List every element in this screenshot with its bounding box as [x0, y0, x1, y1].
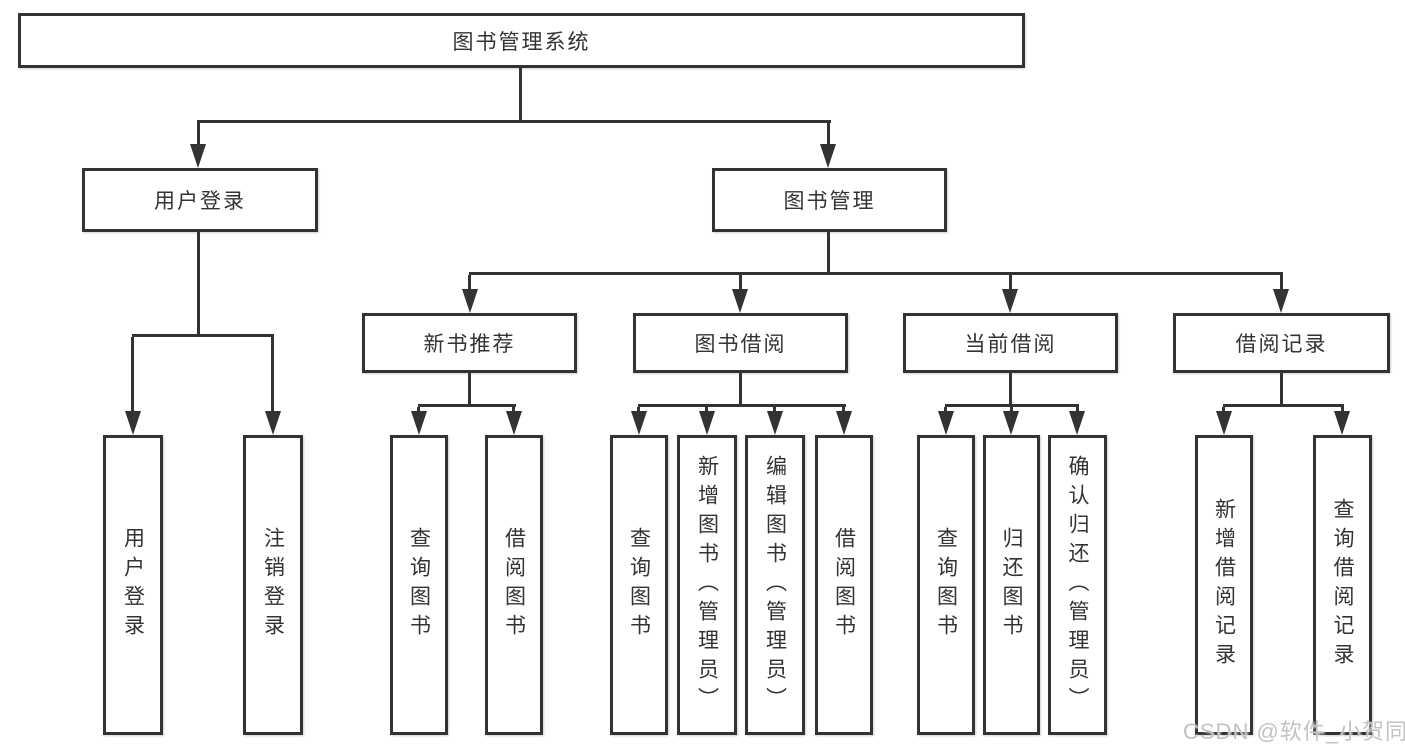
arrowhead-current [1002, 289, 1018, 313]
node-borrow-records: 借阅记录 [1173, 313, 1390, 373]
connector-current-stem [1009, 373, 1012, 404]
arrowhead-bor-add [699, 411, 715, 435]
leaf-recommend-query-books: 查询图书 [390, 435, 448, 735]
connector-root-stem [519, 68, 522, 121]
arrowhead-bor-borrow [836, 411, 852, 435]
arrowhead-leaf-login [125, 411, 141, 435]
arrowhead-rec-borrow [506, 411, 522, 435]
connector-recommend-crossbar [418, 404, 516, 407]
node-book-borrow: 图书借阅 [633, 313, 848, 373]
connector-drop-leaf-logout [271, 337, 274, 413]
connector-drop-recommend [468, 275, 471, 291]
connector-borrow-crossbar [638, 404, 846, 407]
arrowhead-user-login [190, 144, 206, 168]
leaf-query-borrow-record: 查询借阅记录 [1313, 435, 1372, 735]
node-user-login: 用户登录 [82, 168, 318, 232]
arrowhead-leaf-logout [265, 411, 281, 435]
node-new-book-recommend: 新书推荐 [362, 313, 577, 373]
connector-drop-cur-query [944, 407, 947, 413]
connector-records-crossbar [1223, 404, 1344, 407]
csdn-watermark: CSDN @软件_小贺同学 [1183, 719, 1405, 744]
connector-drop-rec-query [417, 407, 420, 413]
arrowhead-bor-query [631, 411, 647, 435]
connector-recommend-stem [468, 373, 471, 404]
connector-drop-cur-confirm [1076, 407, 1079, 413]
connector-management-crossbar [469, 272, 1283, 275]
leaf-user-login: 用户登录 [103, 435, 163, 735]
connector-records-stem [1280, 373, 1283, 404]
leaf-logout: 注销登录 [243, 435, 303, 735]
node-library-management-system: 图书管理系统 [18, 13, 1025, 68]
connector-drop-recd-query [1341, 407, 1344, 413]
leaf-current-query-books: 查询图书 [917, 435, 975, 735]
arrowhead-records [1273, 289, 1289, 313]
arrowhead-recd-add [1216, 411, 1232, 435]
connector-drop-records [1280, 275, 1283, 291]
leaf-return-book: 归还图书 [983, 435, 1040, 735]
connector-drop-leaf-login [131, 337, 134, 413]
connector-drop-bor-edit [773, 407, 776, 413]
connector-drop-recd-add [1222, 407, 1225, 413]
connector-login-stem [197, 232, 200, 337]
node-book-management: 图书管理 [712, 168, 947, 232]
node-current-borrow: 当前借阅 [903, 313, 1118, 373]
arrowhead-recommend [462, 289, 478, 313]
leaf-add-book-admin: 新增图书（管理员） [677, 435, 737, 735]
connector-drop-cur-return [1010, 407, 1013, 413]
connector-drop-bor-query [637, 407, 640, 413]
connector-login-crossbar [132, 334, 274, 337]
arrowhead-rec-query [411, 411, 427, 435]
connector-drop-bor-add [705, 407, 708, 413]
leaf-recommend-borrow-books: 借阅图书 [485, 435, 543, 735]
arrowhead-book-management [820, 144, 836, 168]
arrowhead-borrow [732, 289, 748, 313]
arrowhead-cur-confirm [1069, 411, 1085, 435]
connector-drop-book-management [827, 123, 830, 147]
connector-drop-user-login [197, 123, 200, 147]
connector-root-crossbar [197, 120, 831, 123]
connector-drop-rec-borrow [512, 407, 515, 413]
leaf-borrow-query-books: 查询图书 [610, 435, 668, 735]
arrowhead-bor-edit [767, 411, 783, 435]
connector-drop-bor-borrow [842, 407, 845, 413]
connector-management-stem [827, 232, 830, 272]
arrowhead-cur-return [1003, 411, 1019, 435]
connector-drop-current [1009, 275, 1012, 291]
connector-drop-borrow [739, 275, 742, 291]
leaf-confirm-return-admin: 确认归还（管理员） [1048, 435, 1107, 735]
leaf-borrow-borrow-books: 借阅图书 [815, 435, 873, 735]
arrowhead-cur-query [938, 411, 954, 435]
leaf-add-borrow-record: 新增借阅记录 [1195, 435, 1253, 735]
connector-current-crossbar [945, 404, 1079, 407]
connector-borrow-stem [739, 373, 742, 404]
leaf-edit-book-admin: 编辑图书（管理员） [745, 435, 805, 735]
arrowhead-recd-query [1334, 411, 1350, 435]
